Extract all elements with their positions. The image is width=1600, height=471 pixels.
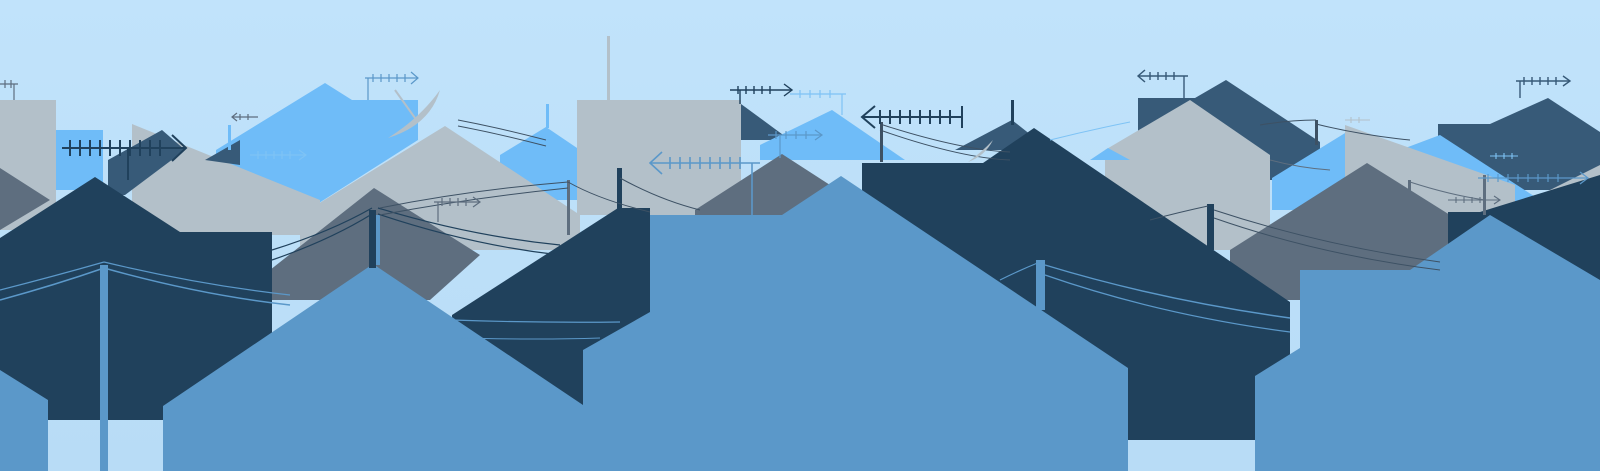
house-bg-7 (760, 110, 905, 160)
power-line (457, 119, 547, 141)
pole (1011, 100, 1014, 125)
power-line (103, 261, 291, 296)
pole (100, 265, 108, 471)
power-line (379, 187, 569, 216)
pole (1036, 260, 1045, 310)
house-bg-6 (741, 104, 790, 140)
house-bg-2 (56, 130, 103, 190)
antenna (0, 80, 18, 100)
power-line (451, 319, 621, 323)
antenna (860, 105, 963, 129)
middle-houses (0, 124, 1515, 300)
house-bg-15 (1090, 148, 1130, 160)
antenna (1516, 75, 1572, 98)
power-line (619, 177, 701, 211)
pole (1315, 120, 1318, 145)
antenna (1478, 171, 1589, 185)
power-line (1213, 217, 1441, 271)
antenna (231, 112, 258, 122)
antenna (62, 134, 188, 180)
antenna (1345, 117, 1370, 123)
utility-poles (100, 36, 1486, 471)
pole (880, 122, 883, 162)
house-front-right (1255, 215, 1600, 471)
power-line (999, 261, 1041, 281)
house-mid-7 (1230, 163, 1450, 300)
antennas (0, 69, 1589, 222)
power-line (1044, 274, 1291, 333)
power-line (379, 181, 569, 209)
power-line (879, 129, 1011, 161)
pole (546, 104, 549, 128)
antenna (648, 151, 760, 215)
pole (567, 180, 570, 235)
antenna (730, 83, 794, 104)
pole (369, 210, 376, 268)
antenna (1490, 153, 1518, 159)
antenna (768, 129, 824, 158)
satellite-dish-arm (394, 89, 416, 119)
power-line (1049, 121, 1131, 141)
house-front-center (163, 176, 1128, 471)
power-lines (0, 119, 1486, 340)
front-houses (0, 176, 1600, 471)
house-navy-left (0, 177, 272, 420)
satellite-dishes (388, 89, 993, 162)
pole (617, 168, 622, 212)
power-line (0, 267, 105, 301)
antenna-mast (607, 36, 610, 100)
pole (1483, 175, 1486, 215)
power-line (1259, 119, 1317, 126)
house-mid-5 (695, 154, 830, 215)
power-line (271, 207, 373, 251)
power-line (459, 337, 601, 340)
antenna (790, 90, 846, 115)
power-line (271, 213, 373, 261)
power-line (377, 207, 561, 246)
antenna (250, 149, 308, 161)
pole (228, 125, 231, 150)
house-front-left (0, 370, 48, 471)
power-line (1149, 205, 1209, 221)
power-line (1409, 181, 1486, 201)
power-line (1044, 264, 1291, 319)
antenna (1448, 195, 1501, 205)
antenna (1136, 69, 1188, 98)
navy-chimney-block (1128, 370, 1255, 440)
power-line (377, 213, 561, 256)
pole (1207, 204, 1214, 250)
pole (1408, 180, 1411, 210)
power-line (1213, 209, 1441, 263)
antenna (365, 71, 419, 100)
power-line (103, 267, 291, 306)
pole (376, 215, 380, 265)
antenna (434, 196, 482, 222)
power-line (879, 123, 1011, 153)
power-line (0, 261, 105, 291)
power-line (1315, 123, 1411, 141)
power-line (567, 181, 651, 213)
power-line (457, 125, 547, 147)
power-line (1269, 159, 1331, 171)
house-mid-4 (0, 168, 50, 230)
house-mid-9 (205, 140, 240, 165)
